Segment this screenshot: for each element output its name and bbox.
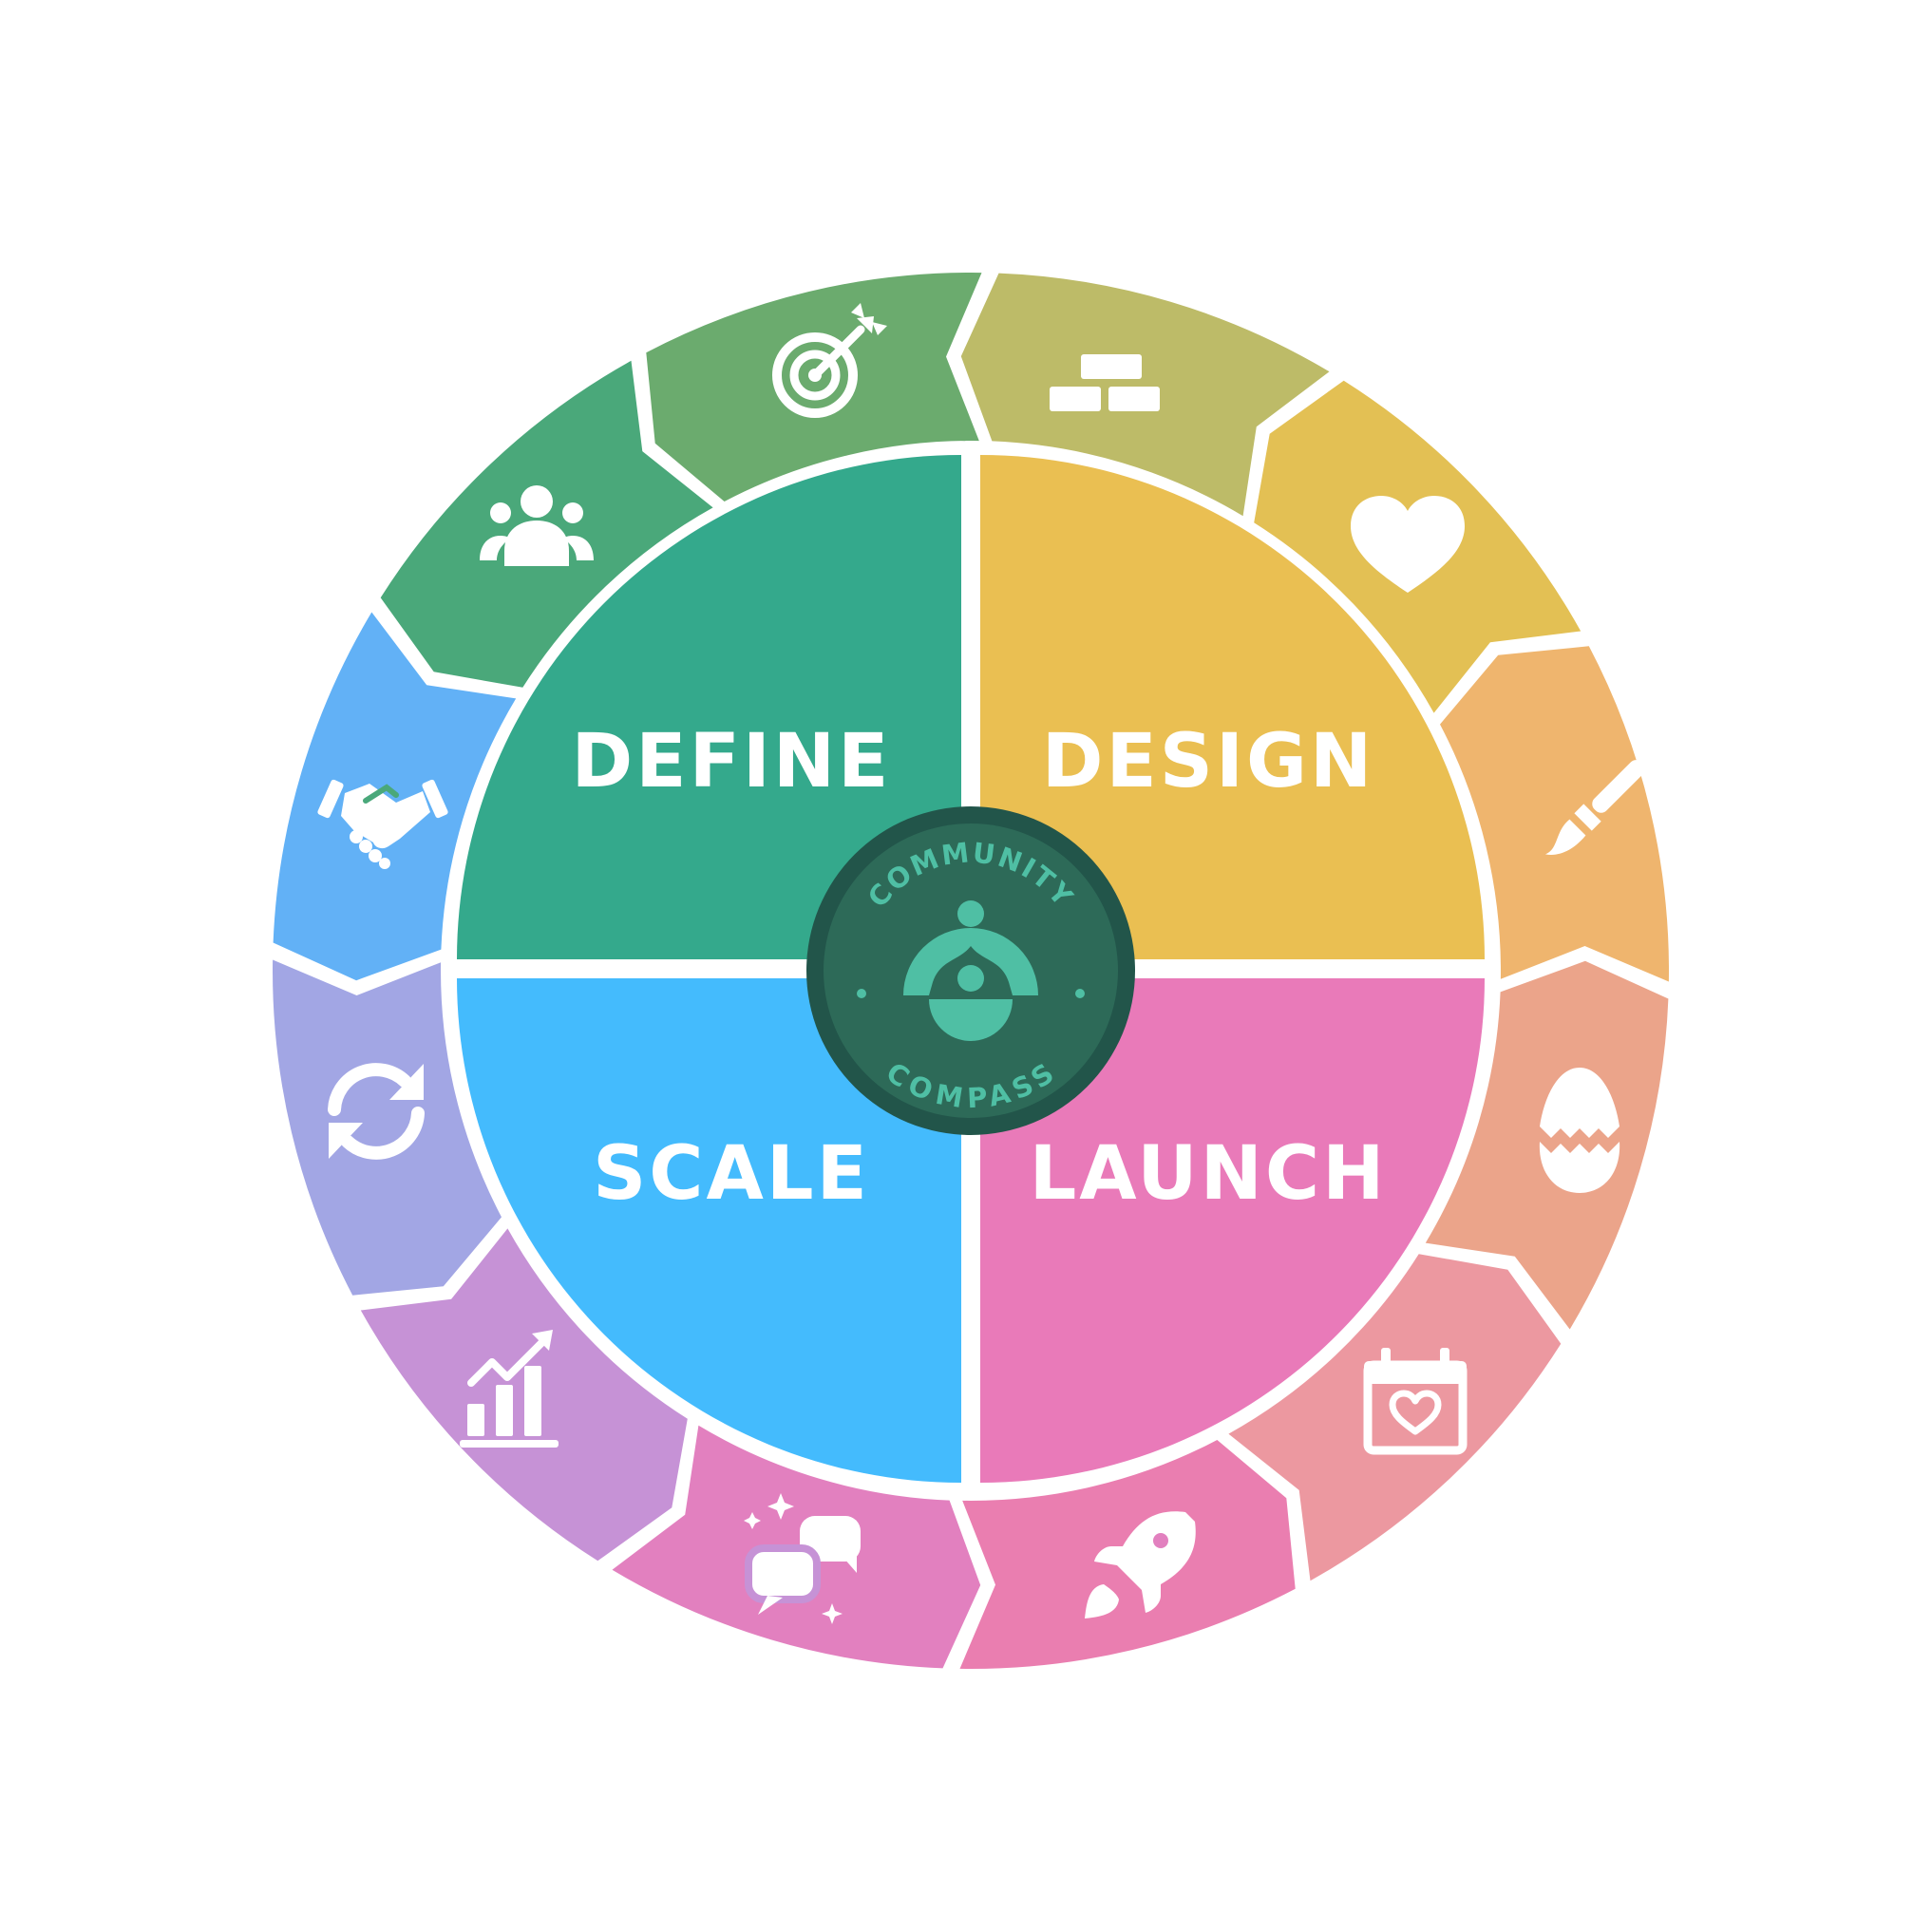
quadrants	[457, 455, 1485, 1483]
design-label: DESIGN	[1042, 719, 1375, 805]
ring-segment-heart[interactable]	[1440, 646, 1669, 982]
growth-chart-icon	[460, 1330, 559, 1448]
chat-bubbles-icon	[744, 1493, 861, 1624]
heart-icon	[1351, 496, 1465, 593]
community-compass-logo: COMMUNITY COMPASS	[806, 806, 1135, 1135]
target-arrow-icon	[772, 303, 887, 418]
design-quadrant[interactable]	[980, 455, 1485, 959]
compass-person-icon	[903, 900, 1038, 1041]
bricks-icon	[1050, 354, 1160, 411]
launch-label: LAUNCH	[1030, 1131, 1388, 1217]
ring-segment-people-group[interactable]	[646, 273, 982, 502]
ring-segment-chat-bubbles[interactable]	[360, 1228, 688, 1562]
launch-quadrant[interactable]	[980, 978, 1485, 1483]
scale-quadrant[interactable]	[457, 978, 961, 1483]
rocket-icon	[1085, 1511, 1196, 1619]
paintbrush-icon	[1544, 760, 1645, 855]
calendar-heart-icon	[1363, 1348, 1468, 1455]
handshake-icon	[317, 779, 448, 869]
define-label: DEFINE	[572, 719, 892, 805]
define-quadrant[interactable]	[457, 455, 961, 959]
scale-label: SCALE	[593, 1131, 870, 1217]
refresh-cycle-icon	[328, 1063, 425, 1160]
people-group-icon	[480, 485, 594, 566]
ring-segment-paintbrush[interactable]	[1425, 960, 1669, 1330]
cracked-egg-icon	[1539, 1068, 1620, 1193]
ring-icons	[317, 303, 1645, 1624]
ring-segment-growth-chart[interactable]	[273, 959, 502, 1296]
